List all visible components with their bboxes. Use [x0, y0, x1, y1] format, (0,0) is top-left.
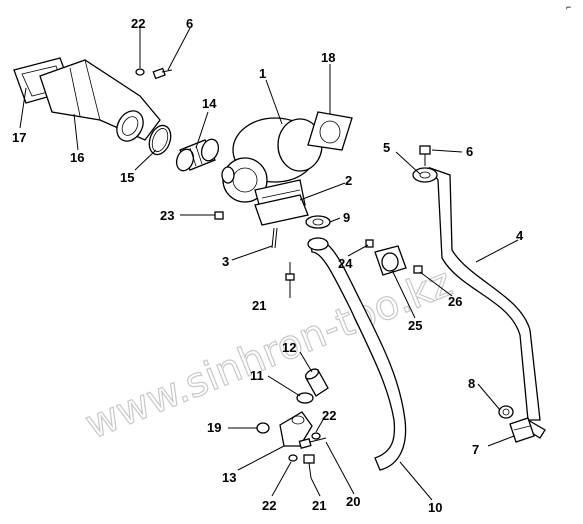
callout-26: 26: [448, 294, 462, 309]
hose-12: [304, 368, 329, 397]
bolt-21-lower: [303, 454, 315, 479]
washer-22-lower-b: [288, 454, 298, 462]
callout-11: 11: [250, 368, 264, 383]
washer-22-lower-a: [311, 432, 321, 440]
banjo-5: [412, 167, 438, 183]
gasket-2: [254, 194, 309, 226]
callout-22-lower-left: 22: [262, 498, 276, 513]
callout-21-upper: 21: [252, 298, 266, 313]
callout-17: 15: [120, 170, 134, 185]
callout-1: 1: [259, 66, 266, 81]
washer-22-upper: [135, 68, 145, 76]
callout-5: 5: [383, 140, 390, 155]
corner-mark: ⌐: [566, 2, 571, 12]
nut-23: [214, 211, 224, 220]
callout-20: 18: [321, 50, 335, 65]
bolt-24: [365, 239, 374, 248]
bolt-6-upper: [152, 67, 173, 80]
washer-8: [498, 405, 514, 419]
bolt-6-right: [419, 145, 431, 166]
callout-6-top: 6: [186, 16, 193, 31]
callout-6-right: 6: [466, 144, 473, 159]
callout-15: 19: [207, 420, 221, 435]
callout-8: 8: [468, 376, 475, 391]
bolt-21-upper: [285, 262, 295, 281]
gasket-20: [307, 111, 353, 151]
callout-19: 17: [12, 130, 26, 145]
oil-return-tube-9: [307, 237, 407, 471]
clamp-11: [296, 392, 314, 404]
bolt-13: [298, 437, 327, 449]
callout-4: 4: [516, 228, 524, 243]
callout-18: 16: [70, 150, 84, 165]
hose-16: [175, 138, 220, 172]
elbow-14: [279, 411, 313, 447]
callout-21-lower: 21: [312, 498, 326, 513]
callout-12: 12: [282, 340, 296, 355]
nut-26: [413, 265, 423, 274]
callout-24: 24: [338, 256, 353, 271]
callout-25: 25: [408, 318, 422, 333]
callout-9: 10: [428, 500, 442, 515]
leader-lines: [19, 27, 519, 501]
callout-16: 14: [202, 96, 217, 111]
stud-3: [271, 227, 278, 249]
callout-3: 3: [222, 254, 229, 269]
turbocharger: [221, 117, 323, 216]
callout-labels: 22 6 17 16 15 14 1 18 2 23 3 21 9 24 25 …: [12, 16, 524, 515]
callout-2: 2: [345, 173, 352, 188]
callout-14: 13: [222, 470, 236, 485]
callout-23: 23: [160, 208, 174, 223]
hose-clamp-17: [148, 124, 172, 156]
callout-13: 20: [346, 494, 360, 509]
callout-22-lower-right: 22: [322, 408, 336, 423]
callout-22-top: 22: [131, 16, 145, 31]
o-ring-15: [256, 422, 270, 434]
gasket-10: [305, 215, 331, 229]
callout-7: 7: [472, 442, 479, 457]
bracket-25: [374, 245, 407, 276]
intake-elbow: [13, 57, 161, 142]
callout-10: 9: [343, 210, 350, 225]
